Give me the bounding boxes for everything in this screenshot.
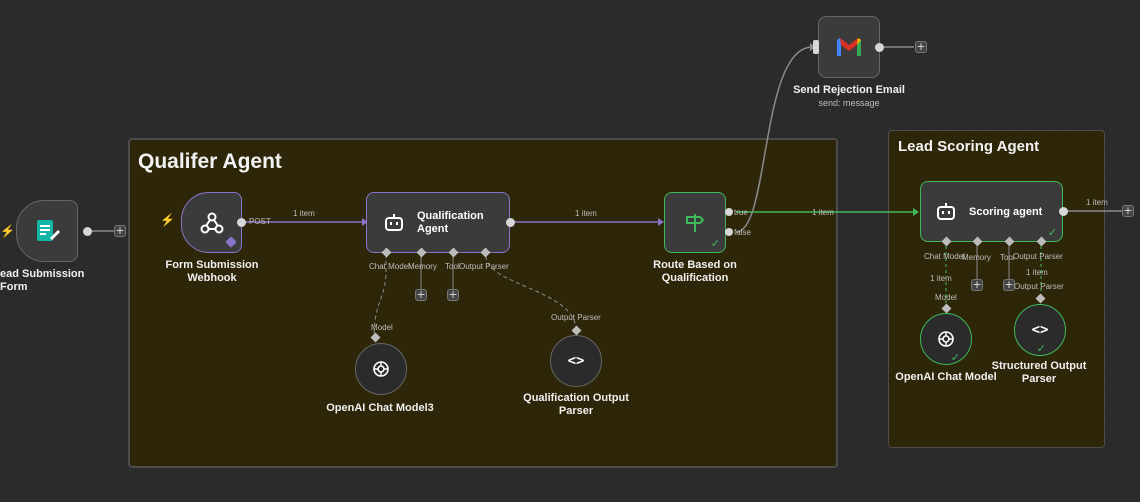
port-label: Output Parser <box>459 262 509 271</box>
add-node-plus-icon[interactable]: + <box>114 224 126 237</box>
sticky-title: Qualifer Agent <box>138 150 282 173</box>
add-node-plus-icon[interactable]: + <box>915 40 927 53</box>
port-label: Chat Model <box>369 262 410 271</box>
node-label: OpenAI Chat Model <box>895 371 997 383</box>
trigger-bolt-icon: ⚡ <box>0 224 15 238</box>
trigger-bolt-icon: ⚡ <box>160 213 175 227</box>
add-tool-plus-icon[interactable]: + <box>447 288 459 301</box>
structured-output-parser-node[interactable]: <> ✓ <box>1014 304 1066 356</box>
add-node-plus-icon[interactable]: + <box>1122 204 1134 217</box>
node-label: OpenAI Chat Model3 <box>326 402 434 414</box>
output-label-true: true <box>734 208 748 217</box>
port-label: Output Parser <box>1013 252 1063 261</box>
label-line: Qualification Output <box>523 392 629 404</box>
node-label: Form Submission Webhook <box>162 259 262 285</box>
connector-label: Model <box>935 293 957 302</box>
node-label: ead Submission Form <box>0 268 85 293</box>
openai-icon <box>938 331 954 347</box>
label-line: Structured Output <box>991 360 1087 372</box>
add-memory-plus-icon[interactable]: + <box>415 288 427 301</box>
label-line: Form Submission <box>165 259 259 271</box>
port-label: Tool <box>1000 253 1014 262</box>
input-port[interactable] <box>813 40 819 54</box>
openai-icon <box>373 361 389 377</box>
edge-items-label: 1 item <box>812 208 834 217</box>
success-check-icon: ✓ <box>710 237 720 250</box>
connector-label: Output Parser <box>551 313 601 322</box>
success-check-icon: ✓ <box>1047 226 1057 239</box>
output-port-false[interactable] <box>725 228 733 236</box>
form-icon <box>37 220 60 241</box>
success-check-icon: ✓ <box>1036 342 1046 355</box>
edge-items-label: 1 item <box>1086 198 1108 207</box>
connector-label: Output Parser <box>1014 282 1064 291</box>
label-line: Qualification <box>661 272 729 284</box>
pin-icon <box>225 236 237 248</box>
output-label-false: false <box>734 228 751 237</box>
success-check-icon: ✓ <box>950 351 960 364</box>
lead-submission-form-node[interactable] <box>16 200 78 262</box>
node-label: Send Rejection Email <box>793 84 905 96</box>
node-title: Scoring agent <box>969 205 1043 218</box>
edge-items-label: 1 item <box>293 209 315 218</box>
connector-label: Model <box>371 323 393 332</box>
node-title: Qualification Agent <box>417 210 484 236</box>
label-line: Parser <box>558 405 594 417</box>
openai-chat-model3-node[interactable] <box>355 343 407 395</box>
port-label: Memory <box>408 262 437 271</box>
route-if-node[interactable]: ✓ <box>664 192 726 253</box>
output-label: POST <box>249 217 271 226</box>
edge-items-label: 1 item <box>1026 268 1048 277</box>
node-label: Route Based on Qualification <box>640 259 750 285</box>
signpost-icon <box>686 213 705 232</box>
label-line: Webhook <box>187 272 237 284</box>
label-line: Route Based on <box>653 259 737 271</box>
node-subtitle: send: message <box>818 98 880 108</box>
node-label: Qualification Output Parser <box>516 392 636 418</box>
node-label: Structured Output Parser <box>984 360 1094 386</box>
output-port[interactable] <box>875 43 884 52</box>
code-icon: <> <box>567 353 585 369</box>
gmail-node[interactable] <box>818 16 880 78</box>
sticky-title: Lead Scoring Agent <box>898 138 1040 155</box>
add-memory-plus-icon[interactable]: + <box>971 278 983 291</box>
edge-items-label: 1 item <box>575 209 597 218</box>
output-port[interactable] <box>83 227 92 236</box>
port-label: Chat Model <box>924 252 965 261</box>
openai-chat-model-node[interactable]: ✓ <box>920 313 972 365</box>
output-port[interactable] <box>237 218 246 227</box>
port-label: Tool <box>445 262 460 271</box>
add-tool-plus-icon[interactable]: + <box>1003 278 1015 291</box>
robot-icon <box>937 202 955 220</box>
title-line: Agent <box>417 222 449 235</box>
gmail-icon <box>837 38 861 56</box>
output-port-true[interactable] <box>725 208 733 216</box>
port-label: Memory <box>962 253 991 262</box>
webhook-icon <box>200 212 223 233</box>
output-port[interactable] <box>506 218 515 227</box>
scoring-agent-node[interactable]: Scoring agent ✓ <box>920 181 1063 242</box>
qualification-output-parser-node[interactable]: <> <box>550 335 602 387</box>
output-port[interactable] <box>1059 207 1068 216</box>
qualification-agent-node[interactable]: Qualification Agent <box>366 192 510 253</box>
label-line: Parser <box>1021 373 1057 385</box>
webhook-node[interactable] <box>181 192 242 253</box>
robot-icon <box>385 213 403 231</box>
title-line: Qualification <box>417 209 484 222</box>
wire-route-gmail <box>735 46 813 233</box>
code-icon: <> <box>1031 322 1049 338</box>
edge-items-label: 1 item <box>930 274 952 283</box>
